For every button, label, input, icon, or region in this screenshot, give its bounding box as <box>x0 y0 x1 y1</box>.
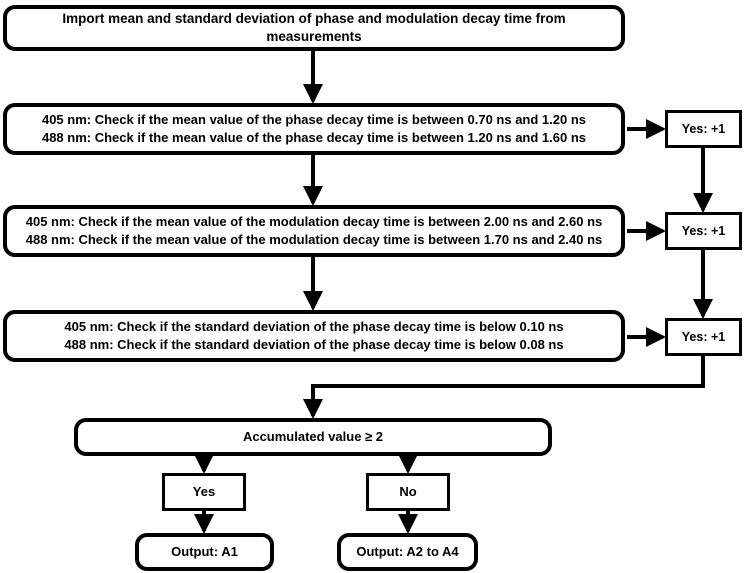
node-yes-score-2-label: Yes: +1 <box>681 223 726 238</box>
node-check-modulation-mean-label: 405 nm: Check if the mean value of the m… <box>25 214 603 247</box>
node-yes-score-1-label: Yes: +1 <box>681 121 726 136</box>
node-yes-score-3: Yes: +1 <box>665 318 742 356</box>
node-output-a1-label: Output: A1 <box>171 544 238 560</box>
node-branch-yes: Yes <box>162 473 246 511</box>
node-yes-score-2: Yes: +1 <box>665 212 742 250</box>
node-check-phase-mean: 405 nm: Check if the mean value of the p… <box>3 103 625 155</box>
node-yes-score-3-label: Yes: +1 <box>681 329 726 344</box>
edge-yes3-to-accumulated <box>303 356 705 419</box>
node-import-label: Import mean and standard deviation of ph… <box>62 10 566 44</box>
node-import: Import mean and standard deviation of ph… <box>3 5 625 51</box>
node-yes-score-1: Yes: +1 <box>665 110 742 148</box>
node-check-phase-stddev: 405 nm: Check if the standard deviation … <box>3 310 625 362</box>
node-branch-no-label: No <box>399 484 417 500</box>
node-branch-no: No <box>366 473 450 511</box>
node-output-a1: Output: A1 <box>135 533 274 571</box>
node-output-a2-to-a4: Output: A2 to A4 <box>337 533 478 571</box>
node-accumulated-value-label: Accumulated value ≥ 2 <box>242 429 384 445</box>
node-check-modulation-mean: 405 nm: Check if the mean value of the m… <box>3 205 625 257</box>
node-check-phase-stddev-label: 405 nm: Check if the standard deviation … <box>64 319 564 352</box>
node-accumulated-value: Accumulated value ≥ 2 <box>74 418 552 456</box>
node-check-phase-mean-label: 405 nm: Check if the mean value of the p… <box>41 112 587 145</box>
node-output-a2-to-a4-label: Output: A2 to A4 <box>356 544 459 560</box>
node-branch-yes-label: Yes <box>192 484 216 500</box>
